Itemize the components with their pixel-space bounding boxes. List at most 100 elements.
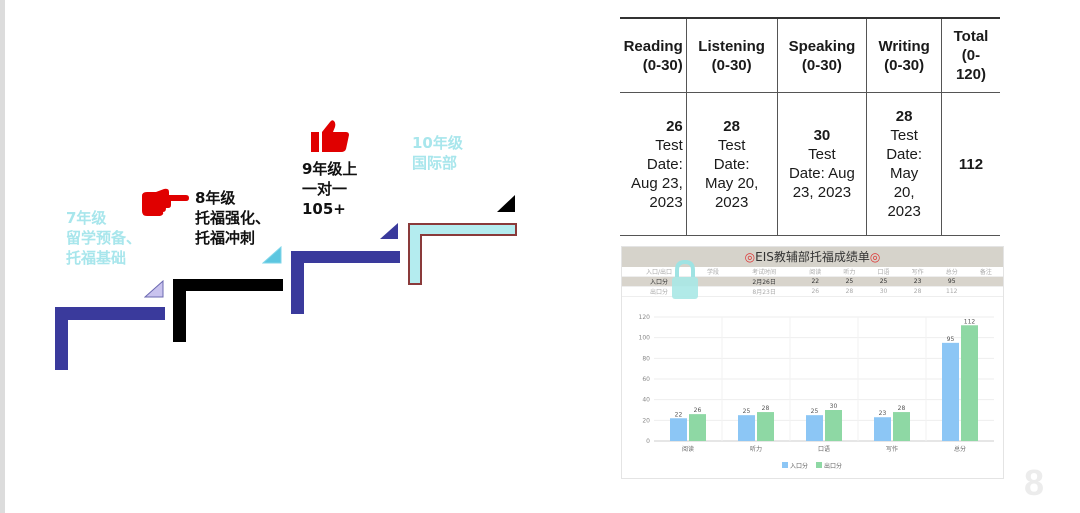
label-grade10: 10年级 国际部	[412, 133, 463, 173]
label-grade7-line3: 托福基础	[66, 249, 127, 267]
bar	[874, 417, 891, 441]
report-td: 28	[900, 286, 935, 297]
listening-date-l4: 2023	[714, 193, 749, 211]
cell-speaking: 30 Test Date: Aug 23, 2023	[776, 92, 868, 236]
reading-score: 26	[666, 117, 683, 135]
listening-score: 28	[723, 117, 740, 135]
bar-value-label: 22	[675, 411, 683, 418]
header-speaking: Speaking(0-30)	[776, 17, 868, 94]
speaking-date-l1: Test	[808, 146, 836, 164]
label-grade7-title: 7年级	[66, 209, 107, 227]
pointing-hand-icon	[142, 188, 189, 216]
reading-date-l3: Aug 23,	[631, 174, 683, 192]
bar-value-label: 23	[879, 410, 887, 417]
label-grade8-line3: 托福冲刺	[195, 229, 256, 247]
report-title-text: EIS教辅部托福成绩单	[755, 250, 870, 264]
label-grade10-line2: 国际部	[412, 154, 458, 172]
legend-label: 入口分	[790, 462, 808, 470]
y-tick-label: 120	[639, 314, 651, 321]
report-td: 2月26日	[730, 276, 799, 287]
report-th: 总分	[934, 267, 969, 277]
report-td: 28	[832, 286, 867, 297]
cell-reading: 26 Test Date: Aug 23, 2023	[620, 92, 687, 236]
report-td	[968, 286, 1003, 297]
label-grade9: 9年级上 一对一 105+	[302, 159, 357, 219]
x-tick-label: 口语	[818, 445, 830, 453]
header-reading-b: (0-30)	[642, 56, 683, 74]
report-td: 22	[798, 276, 833, 287]
speaking-date-l2: Date: Aug	[788, 165, 855, 183]
header-total-c: 120)	[955, 66, 986, 84]
lock-icon	[672, 259, 698, 299]
report-th: 入口/出口	[622, 267, 696, 277]
writing-date-l3: May	[889, 165, 919, 183]
bar	[806, 415, 823, 441]
report-td: 入口分	[622, 276, 696, 287]
report-td: 25	[866, 276, 901, 287]
bar-value-label: 25	[743, 408, 751, 415]
report-td: 25	[832, 276, 867, 287]
step-grade8-riser	[173, 279, 186, 342]
step-grade10-shape	[408, 223, 517, 285]
report-td	[695, 276, 731, 287]
header-listening-a: Listening	[698, 37, 765, 55]
y-tick-label: 0	[646, 438, 650, 445]
report-td	[968, 276, 1003, 287]
report-td: 23	[900, 276, 935, 287]
header-writing: Writing(0-30)	[866, 17, 942, 94]
bar	[689, 414, 706, 441]
x-tick-label: 总分	[954, 445, 966, 453]
bar	[757, 412, 774, 441]
bar	[961, 325, 978, 441]
report-td: 112	[934, 286, 969, 297]
target-icon: ◎	[869, 250, 881, 264]
step-grade8-tread	[173, 279, 283, 291]
header-speaking-a: Speaking	[788, 37, 856, 55]
report-th: 听力	[832, 267, 867, 277]
bar-value-label: 95	[947, 336, 955, 343]
label-grade10-title: 10年级	[412, 134, 463, 152]
report-row-out: 出口分 8月23日 26 28 30 28 112	[622, 286, 1003, 297]
step-grade9-riser	[291, 251, 304, 314]
y-tick-label: 20	[642, 417, 650, 424]
writing-date-l1: Test	[890, 127, 918, 145]
score-report-panel: ◎EIS教辅部托福成绩单◎ 入口/出口 学段 考试时间 阅读 听力 口语 写作 …	[621, 246, 1004, 479]
label-grade9-line3: 105+	[302, 200, 346, 218]
cell-total: 112	[940, 92, 1000, 236]
report-th: 学段	[695, 267, 731, 277]
y-tick-label: 100	[639, 335, 651, 342]
label-grade9-title: 9年级上	[302, 160, 358, 178]
step-grade9-tread	[291, 251, 400, 263]
y-tick-label: 60	[642, 376, 650, 383]
bar-value-label: 26	[694, 407, 702, 414]
y-tick-label: 80	[642, 355, 650, 362]
report-td: 26	[798, 286, 833, 297]
writing-date-l5: 2023	[887, 203, 921, 221]
report-title: ◎EIS教辅部托福成绩单◎	[622, 247, 1003, 267]
bar	[825, 410, 842, 441]
x-tick-label: 听力	[750, 445, 762, 453]
bar-value-label: 30	[830, 403, 838, 410]
listening-date-l3: May 20,	[704, 174, 759, 192]
report-td: 95	[934, 276, 969, 287]
x-tick-label: 写作	[886, 445, 898, 453]
y-tick-label: 40	[642, 397, 650, 404]
report-th: 写作	[900, 267, 935, 277]
report-header-row: 入口/出口 学段 考试时间 阅读 听力 口语 写作 总分 备注	[622, 267, 1003, 277]
page-number: 8	[1024, 462, 1045, 503]
speaking-date-l3: 23, 2023	[792, 184, 852, 202]
step-grade7-tread	[55, 307, 165, 320]
writing-date-l4: 20,	[893, 184, 915, 202]
label-grade8-title: 8年级	[195, 189, 236, 207]
cell-writing: 28 Test Date: May 20, 2023	[866, 92, 942, 236]
report-td: 30	[866, 286, 901, 297]
step-grade7-riser	[55, 307, 68, 370]
bar	[942, 342, 959, 441]
target-icon: ◎	[744, 250, 756, 264]
header-reading-a: Reading	[623, 37, 683, 55]
header-writing-a: Writing	[878, 37, 930, 55]
report-row-in: 入口分 2月26日 22 25 25 23 95	[622, 276, 1003, 287]
writing-date-l2: Date:	[886, 146, 923, 164]
reading-date-l1: Test	[655, 136, 683, 154]
report-td: 出口分	[622, 286, 696, 297]
